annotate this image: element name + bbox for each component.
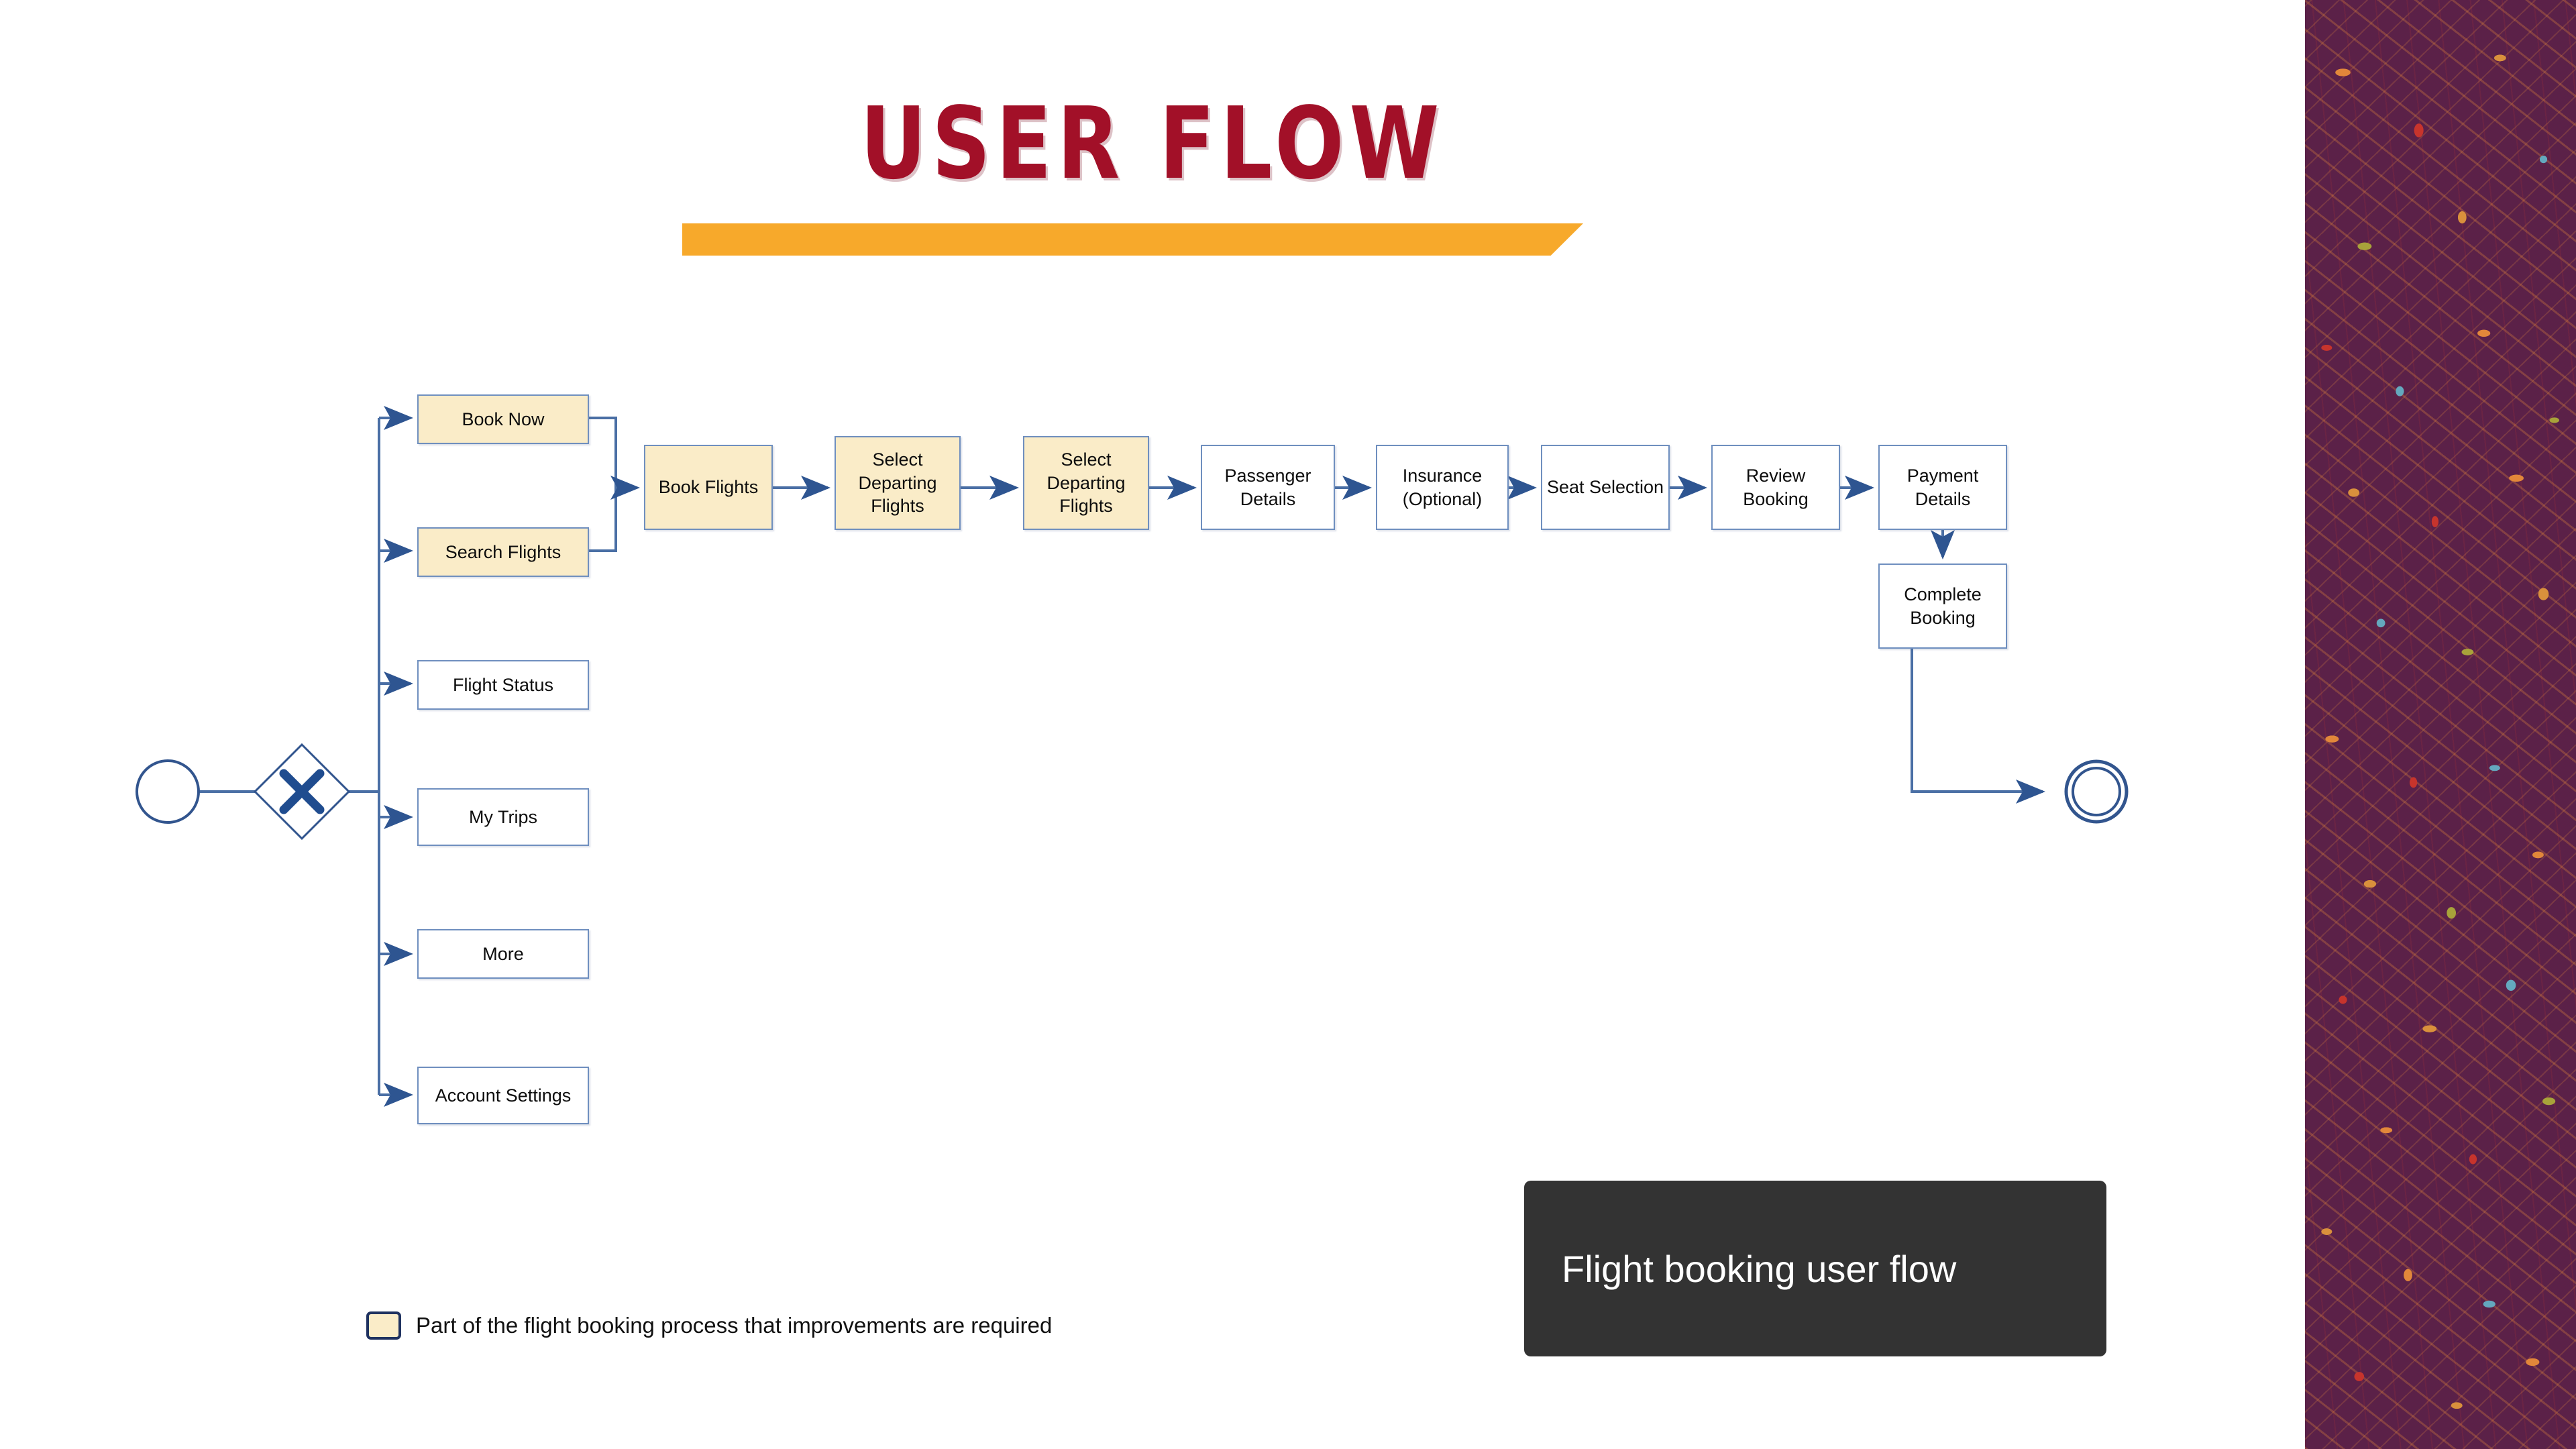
legend: Part of the flight booking process that … <box>366 1311 1052 1340</box>
flow-node-my-trips[interactable]: My Trips <box>417 788 589 846</box>
caption-text: Flight booking user flow <box>1562 1247 1957 1290</box>
flow-node-label: Complete Booking <box>1904 584 1982 628</box>
flow-node-book-now[interactable]: Book Now <box>417 394 589 444</box>
flow-node-label: Select Departing Flights <box>858 449 937 517</box>
flow-node-label: Book Flights <box>658 477 759 498</box>
flow-node-book-flights[interactable]: Book Flights <box>644 445 773 530</box>
flow-node-label: My Trips <box>468 806 537 827</box>
caption-box: Flight booking user flow <box>1524 1181 2106 1356</box>
flow-node-payment-details[interactable]: Payment Details <box>1878 445 2007 530</box>
flow-node-label: Select Departing Flights <box>1046 449 1126 517</box>
flow-node-review-booking[interactable]: Review Booking <box>1711 445 1840 530</box>
flow-node-select-departing-flights-2[interactable]: Select Departing Flights <box>1023 436 1149 530</box>
flow-node-label: Payment Details <box>1907 465 1979 509</box>
flow-node-label: Seat Selection <box>1546 477 1664 498</box>
legend-swatch <box>366 1311 401 1340</box>
end-event-icon <box>2064 759 2129 824</box>
legend-label: Part of the flight booking process that … <box>416 1313 1053 1338</box>
page-title: USER FLOW <box>860 86 1445 201</box>
flow-node-label: Book Now <box>462 409 545 429</box>
flow-node-complete-booking[interactable]: Complete Booking <box>1878 564 2007 649</box>
flow-node-label: Flight Status <box>452 674 554 695</box>
flow-node-account-settings[interactable]: Account Settings <box>417 1067 589 1124</box>
flow-node-seat-selection[interactable]: Seat Selection <box>1541 445 1670 530</box>
title-accent-bar <box>682 223 1583 256</box>
flow-node-label: More <box>482 943 524 964</box>
flow-node-flight-status[interactable]: Flight Status <box>417 660 589 710</box>
flow-node-insurance-optional[interactable]: Insurance (Optional) <box>1376 445 1509 530</box>
flow-node-select-departing-flights-1[interactable]: Select Departing Flights <box>835 436 961 530</box>
flow-node-more[interactable]: More <box>417 929 589 979</box>
flow-node-label: Passenger Details <box>1224 465 1311 509</box>
flow-node-label: Account Settings <box>435 1085 572 1106</box>
exclusive-gateway-icon <box>253 743 351 841</box>
batik-pattern-panel <box>2305 0 2576 1449</box>
start-event-icon <box>136 759 200 824</box>
flow-node-passenger-details[interactable]: Passenger Details <box>1201 445 1335 530</box>
flow-node-search-flights[interactable]: Search Flights <box>417 527 589 577</box>
flow-node-label: Search Flights <box>445 541 561 562</box>
flow-node-label: Review Booking <box>1743 465 1809 509</box>
flow-node-label: Insurance (Optional) <box>1402 465 1483 509</box>
